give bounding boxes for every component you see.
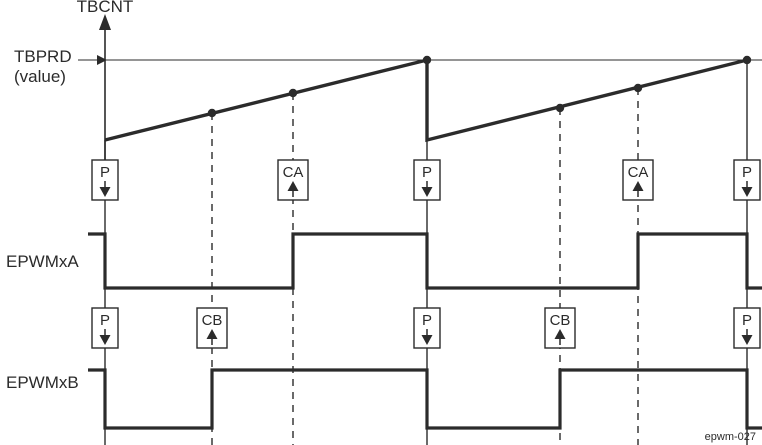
action-box-epwmxa-p-x427[interactable]: P [413,159,441,201]
action-box-label: P [742,312,752,329]
action-box-epwmxb-cb-x212[interactable]: CB [196,307,228,349]
arrow-down-icon [421,335,433,345]
action-box-label: CB [550,312,571,329]
arrow-down-icon [741,335,753,345]
action-qualifier-boxes: P CA P CA P P CB P CB P [91,159,761,349]
marker-dot-cb-x212 [207,108,217,118]
counter-axis-group [99,14,111,160]
action-box-label: P [422,164,432,181]
arrow-down-icon [741,187,753,197]
diagram-text-labels: TBCNT TBPRD (value) EPWMxA EPWMxB epwm-0… [6,0,756,443]
action-box-label: CA [628,164,649,181]
marker-dot-cb-x560 [555,103,565,113]
action-box-epwmxb-p-x427[interactable]: P [413,307,441,349]
marker-dot-p-x747 [742,55,752,65]
action-box-epwmxa-p-x747[interactable]: P [733,159,761,201]
arrow-up-icon [632,181,644,191]
marker-dot-p-x427 [422,55,432,65]
tbprd-leader-arrowhead [97,55,107,65]
marker-dot-ca-x293 [288,88,298,98]
tbprd-label-line2: (value) [14,67,66,86]
arrow-down-icon [99,335,111,345]
arrow-down-icon [99,187,111,197]
action-box-epwmxa-p-x105[interactable]: P [91,159,119,201]
signal-label-epwmxa: EPWMxA [6,252,79,271]
y-axis-arrowhead [99,14,111,30]
action-box-epwmxb-p-x105[interactable]: P [91,307,119,349]
tbcnt-sawtooth-group [104,57,748,143]
action-box-label: CA [283,164,304,181]
tbcnt-sawtooth-ramp [104,57,748,143]
figure-caption: epwm-027 [705,431,756,443]
waveform-epwmxa [88,232,762,290]
action-box-label: P [422,312,432,329]
action-box-label: CB [202,312,223,329]
tbcnt-axis-label: TBCNT [77,0,134,16]
arrow-up-icon [554,329,566,339]
pwm-waveforms [88,232,762,430]
action-box-epwmxa-ca-x638[interactable]: CA [622,159,654,201]
action-box-label: P [742,164,752,181]
marker-dot-ca-x638 [633,83,643,93]
action-box-epwmxb-cb-x560[interactable]: CB [544,307,576,349]
event-marker-dots [207,55,752,118]
arrow-up-icon [287,181,299,191]
period-level-group [78,55,762,65]
action-box-epwmxa-ca-x293[interactable]: CA [277,159,309,201]
action-box-epwmxb-p-x747[interactable]: P [733,307,761,349]
tbprd-label-line1: TBPRD [14,47,72,66]
arrow-down-icon [421,187,433,197]
signal-label-epwmxb: EPWMxB [6,373,79,392]
arrow-up-icon [206,329,218,339]
action-box-label: P [100,312,110,329]
action-box-label: P [100,164,110,181]
waveform-epwmxb [88,368,762,430]
